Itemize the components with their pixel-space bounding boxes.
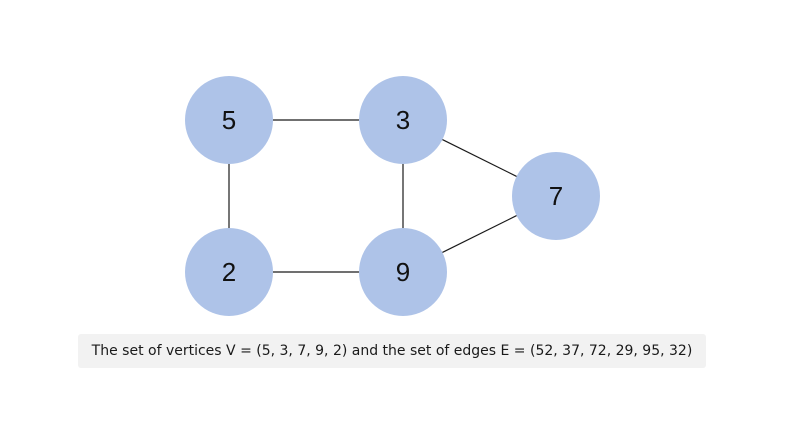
vertex-2: 2 bbox=[185, 228, 273, 316]
vertex-label-2: 2 bbox=[222, 257, 236, 287]
vertex-circle-3 bbox=[359, 76, 447, 164]
nodes-layer: 5 3 7 2 9 bbox=[185, 76, 600, 316]
vertex-circle-9 bbox=[359, 228, 447, 316]
edge-3-7 bbox=[442, 139, 517, 177]
graph-caption: The set of vertices V = (5, 3, 7, 9, 2) … bbox=[78, 334, 706, 368]
vertex-label-7: 7 bbox=[549, 181, 563, 211]
edges-layer bbox=[228, 119, 517, 273]
vertex-5: 5 bbox=[185, 76, 273, 164]
vertex-7: 7 bbox=[512, 152, 600, 240]
vertex-3: 3 bbox=[359, 76, 447, 164]
vertex-9: 9 bbox=[359, 228, 447, 316]
vertex-label-5: 5 bbox=[222, 105, 236, 135]
vertex-label-3: 3 bbox=[396, 105, 410, 135]
vertex-label-9: 9 bbox=[396, 257, 410, 287]
vertex-circle-5 bbox=[185, 76, 273, 164]
vertex-circle-7 bbox=[512, 152, 600, 240]
vertex-circle-2 bbox=[185, 228, 273, 316]
edge-9-7 bbox=[442, 215, 517, 253]
caption-text: The set of vertices V = (5, 3, 7, 9, 2) … bbox=[91, 343, 693, 359]
